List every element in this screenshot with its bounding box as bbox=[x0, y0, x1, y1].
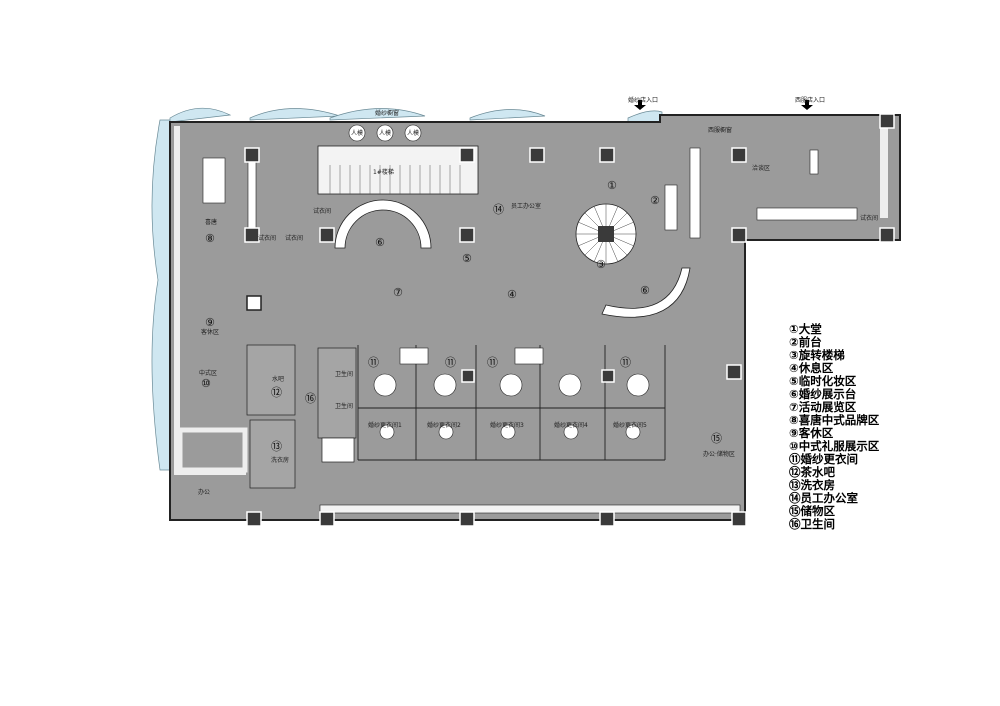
label-office-storage: 办公·储物区 bbox=[703, 450, 735, 458]
staircase-1 bbox=[317, 145, 479, 195]
marker-5: ⑤ bbox=[462, 252, 472, 265]
legend-item: ⑤临时化妆区 bbox=[789, 374, 857, 388]
label-fitting-d: 试衣间 bbox=[860, 214, 878, 222]
label-toilet-1: 卫生间 bbox=[335, 370, 353, 378]
marker-16: ⑯ bbox=[305, 392, 316, 405]
bottom-window bbox=[319, 504, 741, 514]
label-negotiation: 洽谈区 bbox=[752, 164, 770, 172]
suit-entrance-arrow bbox=[801, 100, 813, 110]
label-bridal-window: 婚纱橱窗 bbox=[375, 109, 399, 117]
front-desk bbox=[664, 184, 678, 231]
wall-bottom-left bbox=[174, 471, 246, 475]
label-suit-window: 西服橱窗 bbox=[708, 126, 732, 134]
legend: ①大堂 ②前台 ③旋转楼梯 ④休息区 ⑤临时化妆区 ⑥婚纱展示台 ⑦活动展览区 … bbox=[789, 323, 879, 531]
wall-right-wing bbox=[880, 118, 888, 218]
service-block bbox=[246, 344, 357, 489]
legend-item: ⑬洗衣房 bbox=[789, 478, 835, 492]
marker-12: ⑫ bbox=[271, 386, 282, 399]
label-water-bar: 水吧 bbox=[272, 375, 284, 383]
shelf bbox=[247, 161, 257, 233]
marker-10: ⑩ bbox=[201, 377, 211, 390]
legend-item: ⑮储物区 bbox=[789, 504, 835, 518]
marker-1: ① bbox=[607, 179, 617, 192]
bridal-entrance-arrow bbox=[634, 100, 646, 110]
legend-item: ①大堂 bbox=[789, 322, 822, 336]
mannequins bbox=[348, 124, 422, 142]
legend-item: ③旋转楼梯 bbox=[789, 348, 845, 362]
marker-2: ② bbox=[650, 194, 660, 207]
legend-item: ②前台 bbox=[789, 335, 822, 349]
spiral-staircase bbox=[575, 203, 637, 265]
marker-4: ④ bbox=[507, 288, 517, 301]
legend-item: ⑧喜唐中式品牌区 bbox=[789, 413, 880, 427]
label-staff-office: 员工办公室 bbox=[511, 202, 541, 210]
label-room-3: 婚纱更衣间3 bbox=[490, 421, 524, 429]
marker-6b: ⑥ bbox=[640, 284, 650, 297]
marker-15: ⑮ bbox=[711, 432, 722, 445]
model-label-1: 人模 bbox=[351, 129, 363, 137]
xitang-display bbox=[202, 157, 226, 204]
model-label-3: 人模 bbox=[407, 129, 419, 137]
legend-item: ⑥婚纱展示台 bbox=[789, 387, 857, 401]
marker-7: ⑦ bbox=[393, 286, 403, 299]
table bbox=[809, 149, 819, 175]
label-fitting-b: 试衣间 bbox=[285, 234, 303, 242]
bridal-display-arch bbox=[334, 199, 432, 249]
suit-window-display bbox=[756, 207, 858, 221]
legend-item: ⑨客休区 bbox=[789, 426, 834, 440]
label-laundry: 洗衣房 bbox=[271, 456, 289, 464]
label-room-4: 婚纱更衣间4 bbox=[554, 421, 588, 429]
legend-item: ⑪婚纱更衣间 bbox=[789, 452, 858, 466]
label-room-1: 婚纱更衣间1 bbox=[368, 421, 402, 429]
curved-display bbox=[601, 267, 691, 318]
marker-6a: ⑥ bbox=[375, 236, 385, 249]
legend-item: ④休息区 bbox=[789, 361, 834, 375]
legend-item: ⑦活动展览区 bbox=[789, 400, 857, 414]
legend-item: ⑫茶水吧 bbox=[789, 465, 835, 479]
label-fitting-c: 试衣间 bbox=[313, 207, 331, 215]
chinese-area-wall bbox=[177, 427, 248, 473]
marker-11b: ⑪ bbox=[445, 356, 456, 369]
label-room-5: 婚纱更衣间5 bbox=[613, 421, 647, 429]
label-suit-entrance: 西服店入口 bbox=[795, 96, 825, 104]
model-label-2: 人模 bbox=[379, 129, 391, 137]
marker-11d: ⑪ bbox=[620, 356, 631, 369]
marker-9: ⑨ bbox=[205, 316, 215, 329]
marker-13: ⑬ bbox=[271, 440, 282, 453]
label-fitting-a: 试衣间 bbox=[258, 234, 276, 242]
legend-item: ⑯卫生间 bbox=[789, 517, 835, 531]
marker-3: ③ bbox=[596, 258, 606, 271]
partition bbox=[689, 147, 701, 239]
columns bbox=[244, 113, 895, 527]
legend-item: ⑭员工办公室 bbox=[789, 491, 858, 505]
label-xitang: 喜唐 bbox=[205, 218, 217, 226]
label-stairs: 1#楼梯 bbox=[373, 168, 394, 176]
marker-11c: ⑪ bbox=[487, 356, 498, 369]
label-toilet-2: 卫生间 bbox=[335, 402, 353, 410]
label-chinese-area: 中式区 bbox=[199, 369, 217, 377]
legend-item: ⑩中式礼服展示区 bbox=[789, 439, 880, 453]
label-office-left: 办公 bbox=[198, 488, 210, 496]
label-room-2: 婚纱更衣间2 bbox=[427, 421, 461, 429]
marker-11a: ⑪ bbox=[368, 356, 379, 369]
label-bridal-entrance: 婚纱店入口 bbox=[628, 96, 658, 104]
label-guest-rest: 客休区 bbox=[201, 328, 219, 336]
sofas-and-ottomans bbox=[373, 347, 650, 440]
wall-left bbox=[174, 126, 180, 471]
marker-14: ⑭ bbox=[493, 203, 504, 216]
marker-8: ⑧ bbox=[205, 232, 215, 245]
